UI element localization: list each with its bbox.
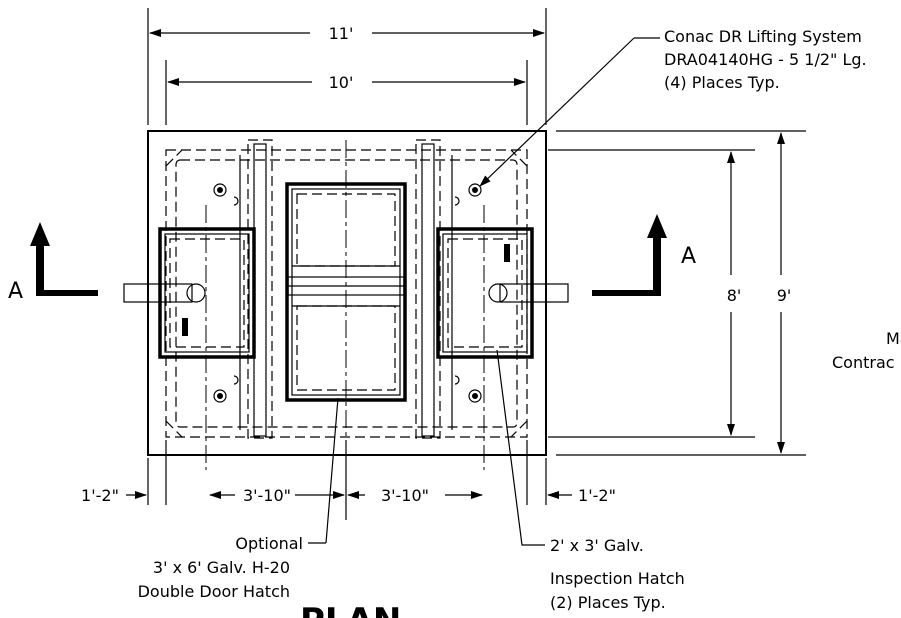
lifting-callout-line2: DRA04140HG - 5 1/2" Lg.: [664, 50, 867, 69]
lifting-inserts: [213, 183, 482, 403]
leader-double-hatch: Optional 3' x 6' Galv. H-20 Double Door …: [138, 397, 339, 601]
right-center-label: 3'-10": [381, 486, 429, 505]
section-marker-left: A: [8, 222, 98, 304]
leader-lifting: Conac DR Lifting System DRA04140HG - 5 1…: [479, 27, 867, 187]
inspection-callout-line1: 2' x 3' Galv.: [550, 536, 644, 555]
double-hatch-callout-line1: Optional: [235, 534, 303, 553]
overall-height-label: 9': [777, 286, 792, 305]
inspection-hatch-right: [436, 227, 569, 359]
dimension-overall-height: 9': [556, 130, 806, 456]
left-offset-label: 1'-2": [81, 486, 119, 505]
dimension-inner-width: 10': [165, 60, 528, 125]
lifting-callout-line1: Conac DR Lifting System: [664, 27, 862, 46]
partial-note-line1: Ma: [886, 329, 901, 348]
overall-width-label: 11': [329, 24, 354, 43]
inner-width-label: 10': [329, 73, 354, 92]
vault-outline: [147, 130, 547, 470]
lifting-insert-icon: [213, 183, 239, 206]
left-center-label: 3'-10": [243, 486, 291, 505]
dimension-overall-width: 11': [147, 8, 547, 125]
double-door-hatch: [285, 182, 407, 402]
section-label-right: A: [681, 244, 696, 269]
inspection-hatch-left: [123, 227, 256, 359]
dimension-bottom: 1'-2" 3'-10" 3'-10" 1'-2": [81, 440, 616, 520]
inspection-callout-line3: (2) Places Typ.: [550, 593, 666, 612]
lifting-insert-icon: [454, 183, 482, 206]
lifting-insert-icon: [213, 375, 239, 403]
right-offset-label: 1'-2": [578, 486, 616, 505]
inspection-callout-line2: Inspection Hatch: [550, 569, 685, 588]
lifting-callout-line3: (4) Places Typ.: [664, 73, 780, 92]
leader-inspection-hatch: 2' x 3' Galv. Inspection Hatch (2) Place…: [496, 349, 685, 612]
partial-note-line2: Contrac: [832, 353, 895, 372]
double-hatch-callout-line3: Double Door Hatch: [138, 582, 290, 601]
double-hatch-callout-line2: 3' x 6' Galv. H-20: [153, 558, 290, 577]
dimension-inner-height: 8': [548, 149, 755, 438]
lifting-insert-icon: [454, 375, 482, 403]
inner-height-label: 8': [727, 286, 742, 305]
section-marker-right: A: [592, 214, 696, 296]
plan-title-partial: PLAN: [300, 601, 401, 618]
support-beams: [239, 139, 453, 439]
section-label-left: A: [8, 279, 23, 304]
